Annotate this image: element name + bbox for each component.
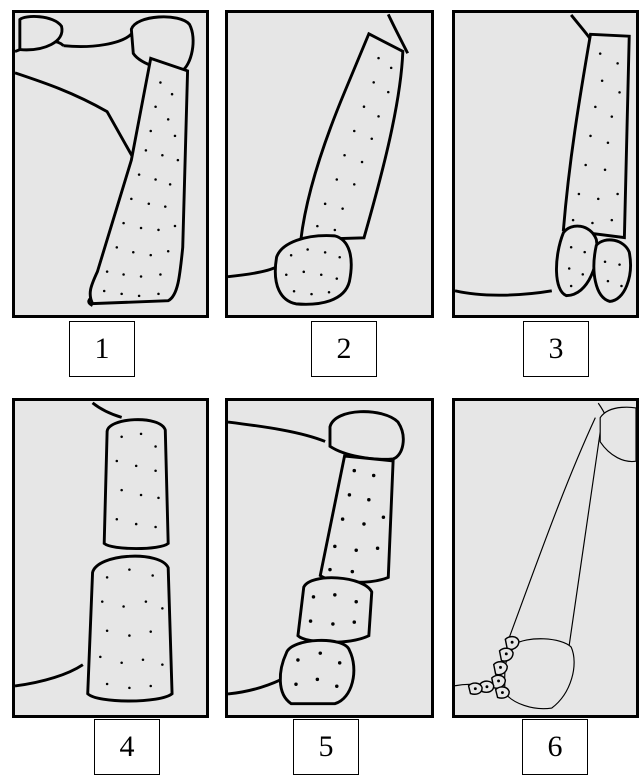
- dividing-cell: [90, 58, 187, 303]
- stage-6-drawing: [455, 401, 636, 715]
- panel-label-3: 3: [523, 321, 589, 377]
- stage-5-drawing: [228, 401, 431, 715]
- stage-panel-6: [452, 398, 639, 718]
- daughter-cell-bottom: [280, 640, 354, 703]
- small-daughter-cells: [469, 637, 519, 698]
- stage-panel-1: [12, 10, 209, 318]
- neighbor-cell: [330, 412, 403, 460]
- daughter-cell-middle: [298, 578, 372, 643]
- panel-label-1: 1: [69, 321, 135, 377]
- daughter-cell: [275, 236, 351, 305]
- stage-1-drawing: [15, 13, 206, 315]
- stage-4-drawing: [15, 401, 206, 715]
- neighbor-cell: [20, 16, 62, 49]
- stage-panel-2: [225, 10, 434, 318]
- panel-label-2: 2: [311, 321, 377, 377]
- dividing-cell: [563, 34, 629, 237]
- stage-3-drawing: [455, 13, 636, 315]
- daughter-cell-right: [594, 240, 631, 302]
- daughter-cell-left: [556, 226, 597, 296]
- stage-panel-5: [225, 398, 434, 718]
- panel-label-4: 4: [94, 719, 160, 775]
- daughter-cell-top: [320, 456, 393, 582]
- daughter-cell-top: [104, 420, 168, 549]
- daughter-cell-bottom: [88, 556, 172, 701]
- stage-panel-4: [12, 398, 209, 718]
- neighbor-cell: [600, 407, 636, 461]
- stage-2-drawing: [228, 13, 431, 315]
- panel-label-6: 6: [522, 719, 588, 775]
- stage-panel-3: [452, 10, 639, 318]
- parent-cell: [505, 639, 574, 709]
- dividing-cell: [301, 34, 403, 240]
- panel-label-5: 5: [293, 719, 359, 775]
